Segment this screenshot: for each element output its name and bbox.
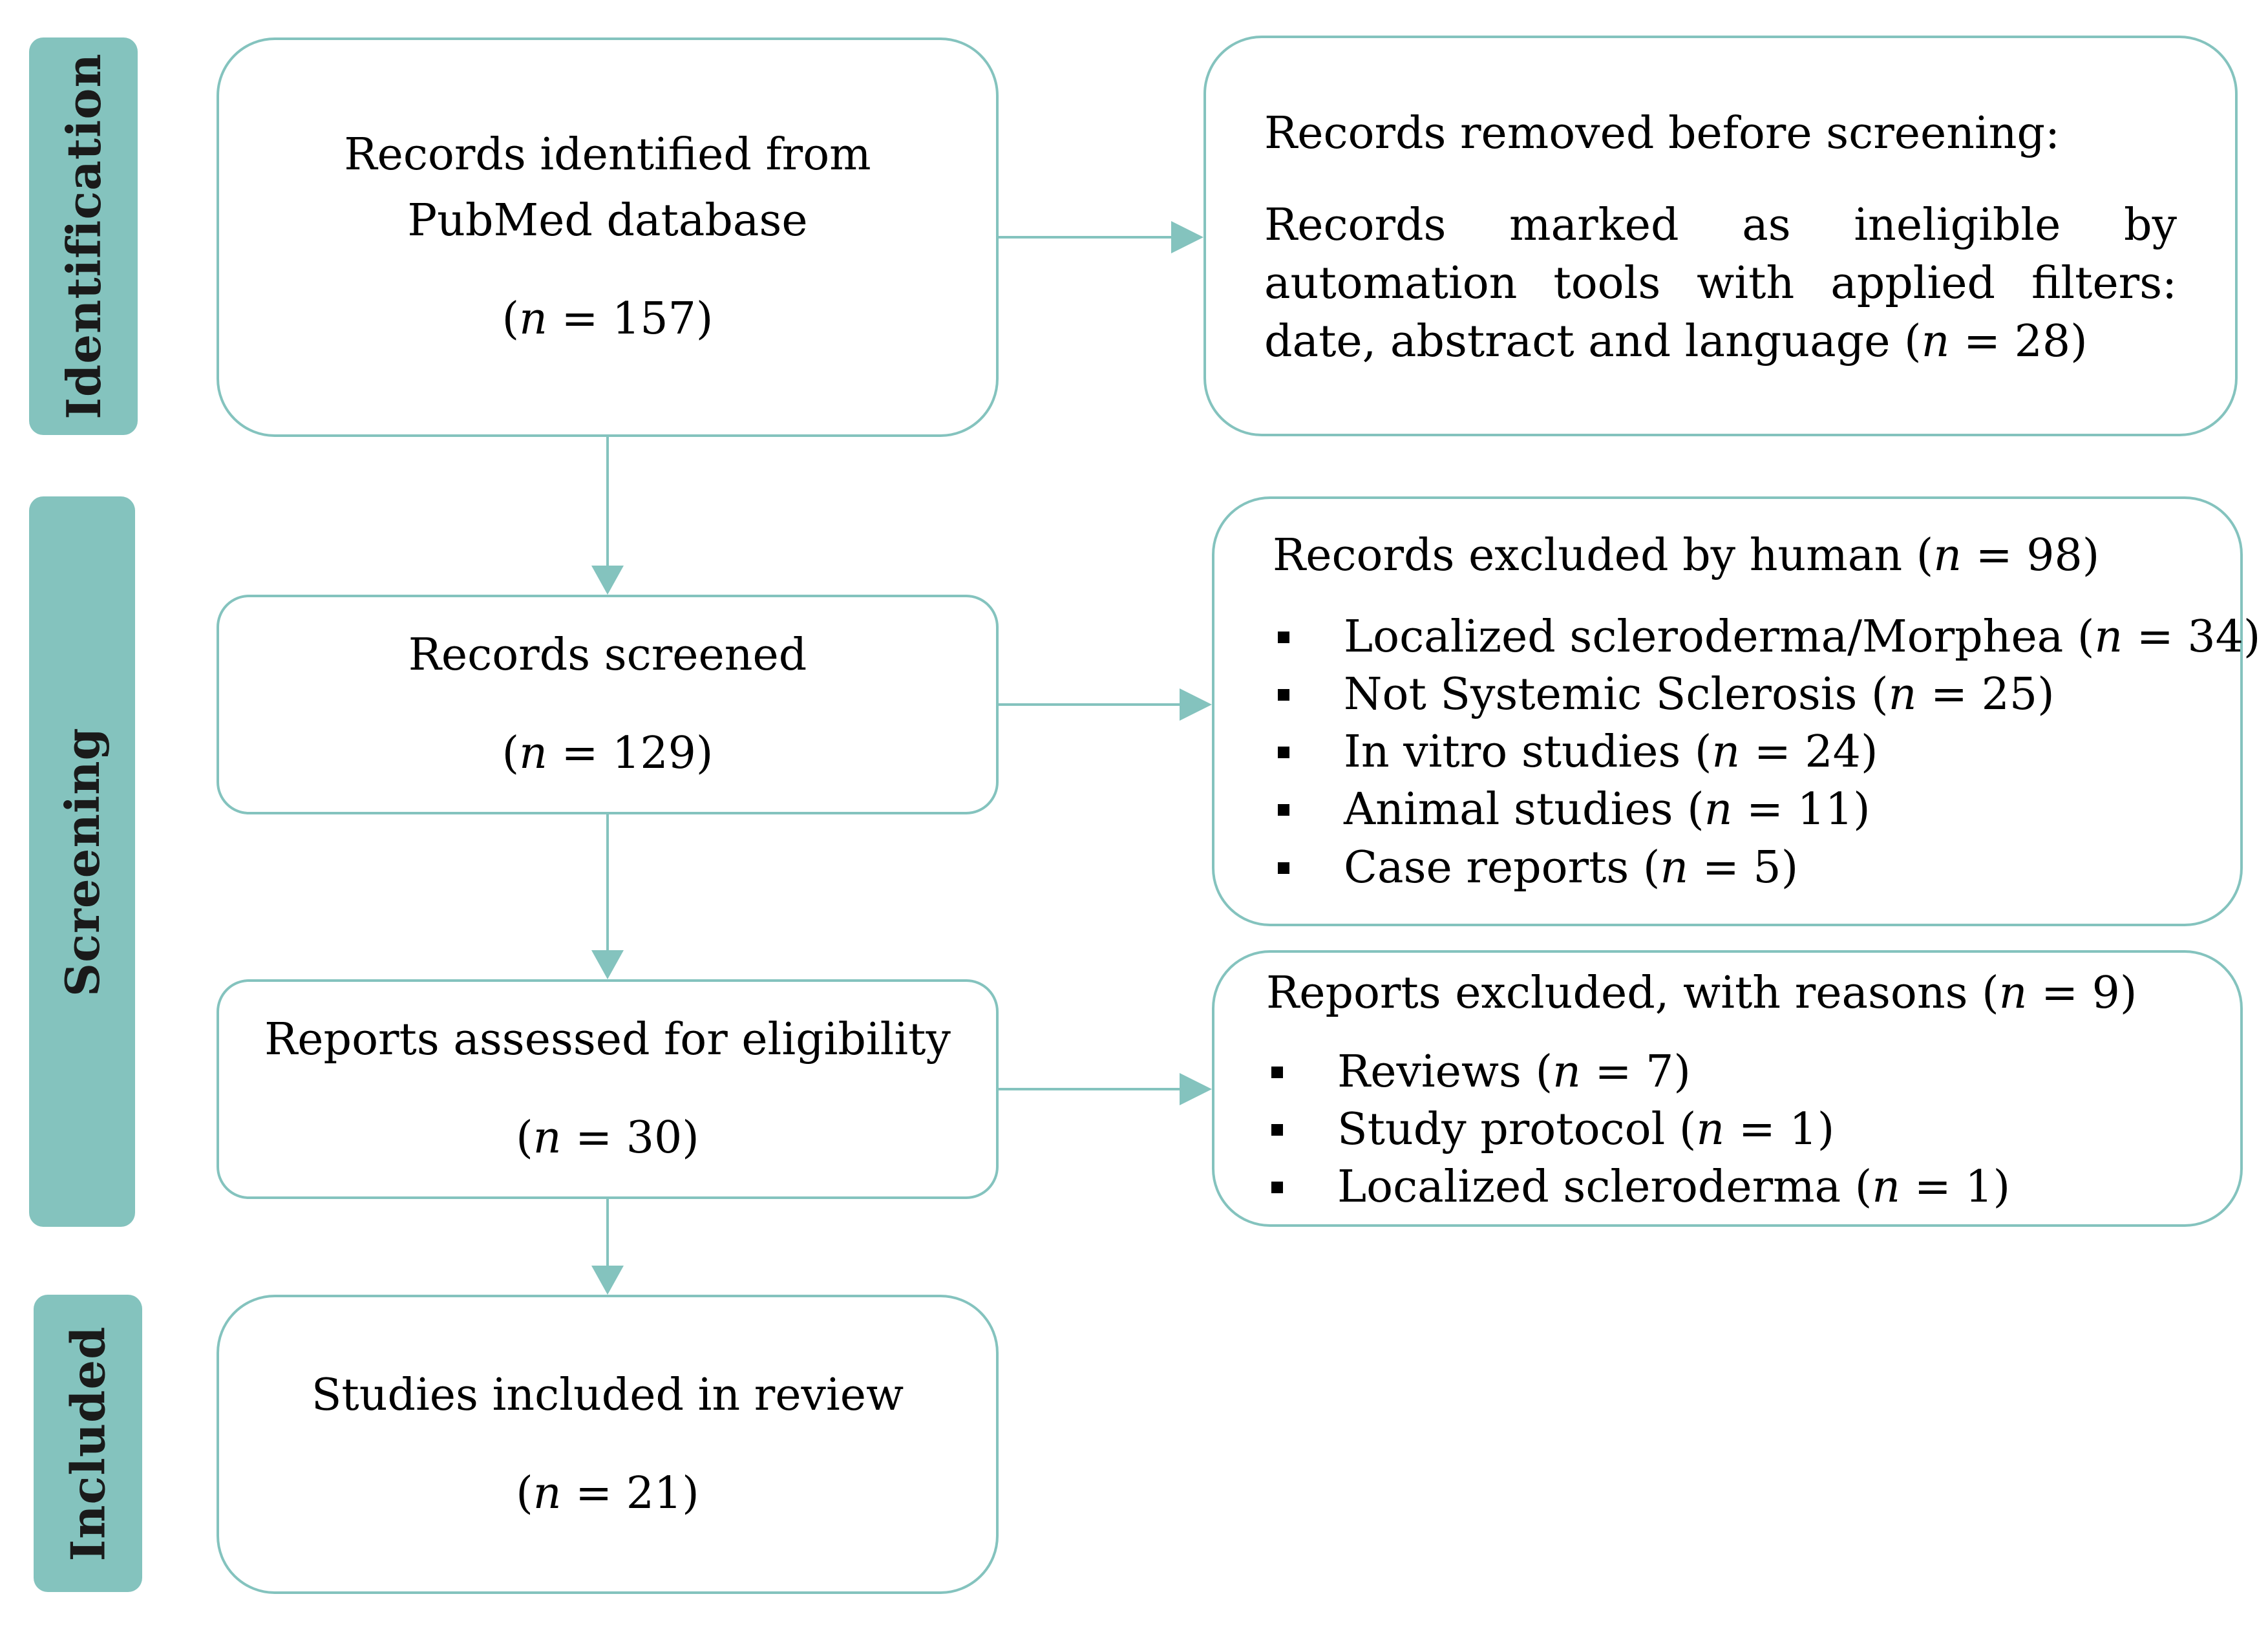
box-reports-assessed: Reports assessed for eligibility (n = 30… xyxy=(217,979,999,1199)
box-reports-excluded-reasons: Reports excluded, with reasons (n = 9) R… xyxy=(1212,950,2243,1227)
arrowhead-down xyxy=(591,566,624,595)
excluded-reasons-heading: Reports excluded, with reasons (n = 9) xyxy=(1266,968,2137,1019)
list-item: Localized scleroderma/Morphea (n = 34) xyxy=(1273,608,2260,666)
box-records-removed: Records removed before screening: Record… xyxy=(1203,36,2238,436)
list-item: Case reports (n = 5) xyxy=(1273,839,2182,897)
arrowhead-down xyxy=(591,1266,624,1295)
identified-count: (n = 157) xyxy=(502,293,714,345)
box-records-identified: Records identified from PubMed database … xyxy=(217,37,999,437)
removed-body: Records marked as ineligible by automati… xyxy=(1264,200,2177,367)
identified-line2: PubMed database xyxy=(407,195,808,246)
list-item: Study protocol (n = 1) xyxy=(1266,1101,2182,1158)
screened-count: (n = 129) xyxy=(502,728,714,779)
assessed-count: (n = 30) xyxy=(516,1112,699,1163)
list-item: In vitro studies (n = 24) xyxy=(1273,723,2182,781)
box-records-screened: Records screened (n = 129) xyxy=(217,595,999,814)
phase-screening: Screening xyxy=(29,496,135,1227)
excluded-human-heading: Records excluded by human (n = 98) xyxy=(1273,530,2100,581)
phase-identification: Identification xyxy=(29,37,138,435)
arrowhead-down xyxy=(591,950,624,979)
list-item: Localized scleroderma (n = 1) xyxy=(1266,1158,2182,1216)
excluded-reasons-list: Reviews (n = 7) Study protocol (n = 1) L… xyxy=(1266,1043,2182,1216)
assessed-label: Reports assessed for eligibility xyxy=(264,1014,951,1065)
list-item: Not Systemic Sclerosis (n = 25) xyxy=(1273,666,2182,723)
box-studies-included: Studies included in review (n = 21) xyxy=(217,1295,999,1594)
arrowhead-right xyxy=(1180,688,1212,721)
included-label: Studies included in review xyxy=(311,1369,904,1421)
included-count: (n = 21) xyxy=(516,1467,699,1519)
excluded-human-list: Localized scleroderma/Morphea (n = 34) N… xyxy=(1273,608,2260,897)
screened-label: Records screened xyxy=(408,630,807,681)
box-records-excluded-human: Records excluded by human (n = 98) Local… xyxy=(1212,496,2260,926)
arrowhead-right xyxy=(1171,221,1203,253)
arrowhead-right xyxy=(1180,1073,1212,1105)
phase-included: Included xyxy=(34,1295,142,1592)
list-item: Animal studies (n = 11) xyxy=(1273,781,2182,838)
removed-heading: Records removed before screening: xyxy=(1264,108,2060,159)
identified-line1: Records identified from xyxy=(344,129,871,180)
list-item: Reviews (n = 7) xyxy=(1266,1043,2182,1101)
